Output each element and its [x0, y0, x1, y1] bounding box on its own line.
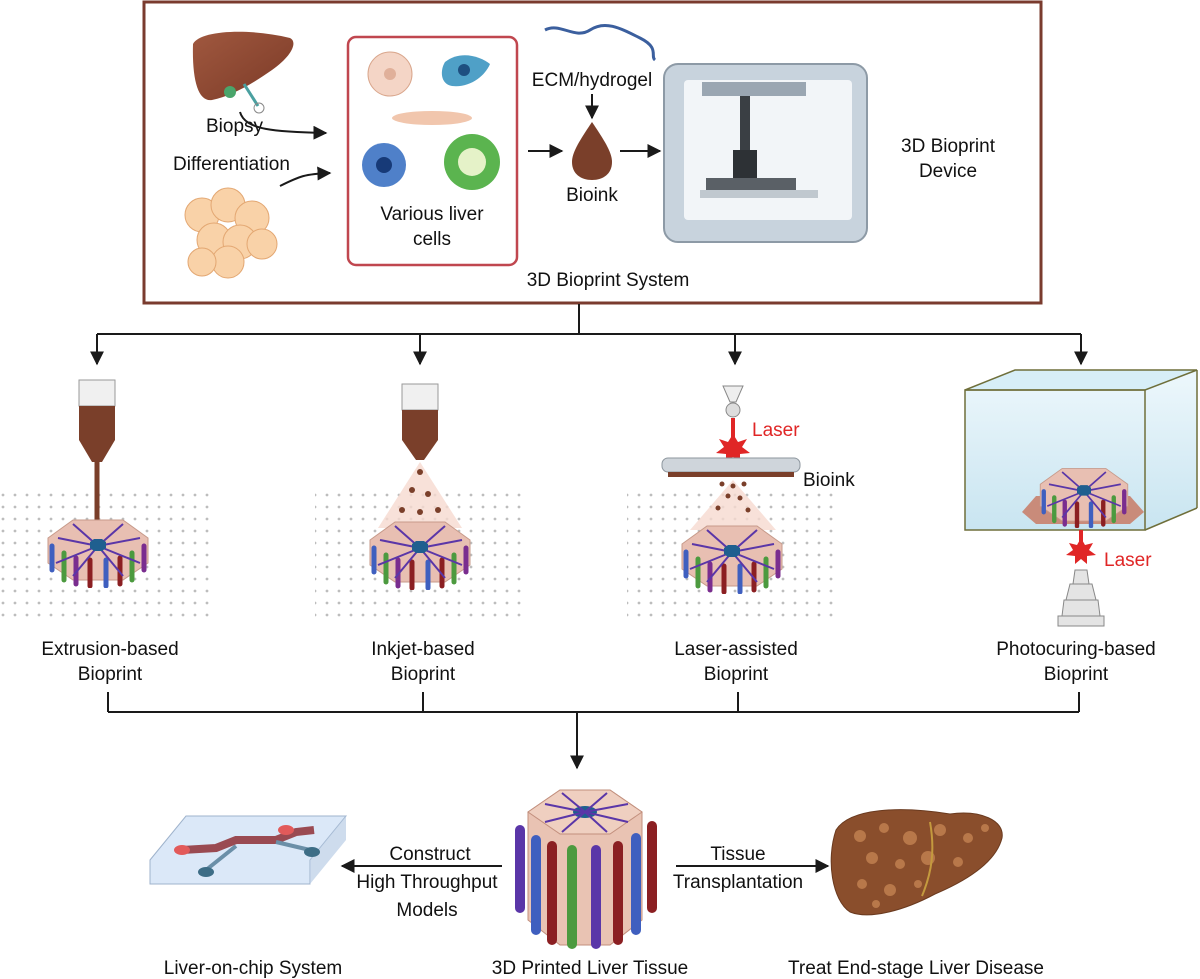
- inkjet-label-2: Bioprint: [391, 664, 456, 685]
- ecm-label: ECM/hydrogel: [532, 70, 652, 91]
- bioink-ribbon-label: Bioink: [803, 470, 855, 491]
- stem-cell-cluster-icon: [184, 187, 278, 279]
- construct-label-3: Models: [396, 900, 457, 921]
- differentiation-label: Differentiation: [173, 154, 290, 175]
- liver-biopsy-icon: [192, 31, 294, 114]
- laser-assisted-label-1: Laser-assisted: [674, 639, 798, 660]
- merge-connectors: [107, 692, 1080, 770]
- extrusion-nozzle-icon: [78, 379, 116, 524]
- system-frame: [142, 0, 1043, 305]
- biopsy-arrow: [239, 111, 328, 140]
- laser-assisted-label-2: Bioprint: [704, 664, 769, 685]
- device-label-1: 3D Bioprint: [901, 136, 996, 157]
- laser-assisted-icon: [661, 385, 801, 530]
- tissue-label: 3D Printed Liver Tissue: [492, 958, 688, 979]
- bioprinter-device-icon: [663, 63, 868, 243]
- laser-label-assisted: Laser: [752, 420, 800, 441]
- bioink-label: Bioink: [566, 185, 618, 206]
- liver-cells-box: [346, 35, 519, 267]
- treat-label: Treat End-stage Liver Disease: [788, 958, 1044, 979]
- chip-label: Liver-on-chip System: [164, 958, 342, 979]
- photocuring-label-2: Bioprint: [1044, 664, 1109, 685]
- inkjet-liver-lobule: [370, 522, 470, 588]
- device-label-2: Device: [919, 161, 977, 182]
- photocuring-label-1: Photocuring-based: [996, 639, 1156, 660]
- system-title: 3D Bioprint System: [527, 270, 690, 291]
- laser-liver-lobule: [682, 526, 782, 592]
- diseased-liver-icon: [830, 809, 1003, 916]
- extrusion-label-1: Extrusion-based: [41, 639, 178, 660]
- liver-on-chip-icon: [149, 815, 348, 885]
- differentiation-arrow: [279, 166, 332, 187]
- laser-label-photocuring: Laser: [1104, 550, 1152, 571]
- transplant-label-1: Tissue: [710, 844, 765, 865]
- construct-label-2: High Throughput: [356, 872, 498, 893]
- photocuring-liver-lobule: [1040, 469, 1128, 527]
- extrusion-label-2: Bioprint: [78, 664, 143, 685]
- transplant-label-2: Transplantation: [673, 872, 803, 893]
- cells-label-2: cells: [413, 229, 451, 250]
- construct-label-1: Construct: [389, 844, 471, 865]
- printed-liver-tissue-icon: [515, 789, 657, 949]
- biopsy-label: Biopsy: [206, 116, 264, 137]
- branch-connectors: [90, 304, 1088, 366]
- extrusion-liver-lobule: [48, 520, 148, 586]
- bioink-drop-icon: [572, 122, 612, 180]
- inkjet-label-1: Inkjet-based: [371, 639, 475, 660]
- cells-label-1: Various liver: [380, 204, 484, 225]
- inkjet-nozzle-icon: [378, 383, 462, 528]
- liver-cells-icons: [362, 51, 500, 190]
- hydrogel-fiber-icon: [544, 24, 657, 62]
